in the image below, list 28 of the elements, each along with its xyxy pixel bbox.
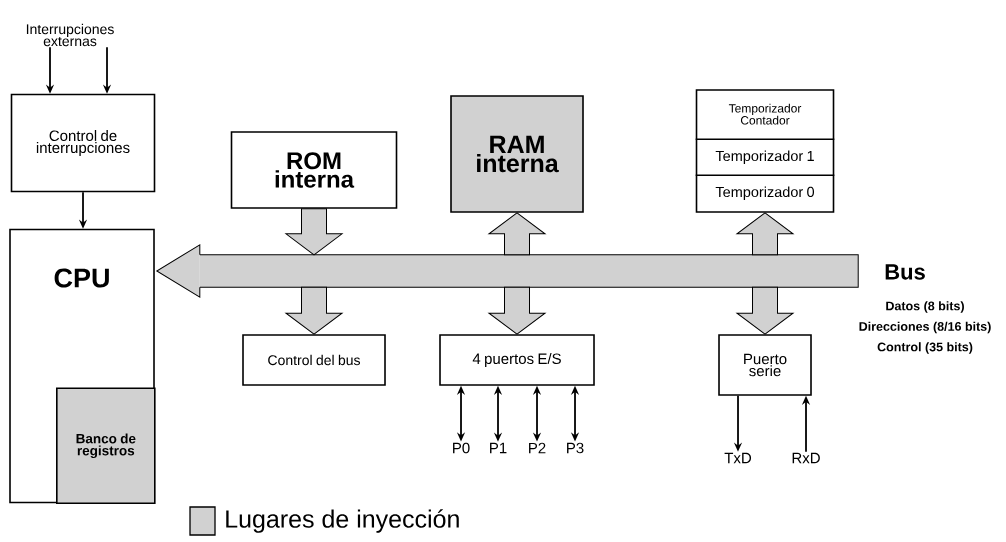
bus-width-note: Direcciones (8/16 bits)	[859, 321, 991, 334]
serial-port-box: Puerto serie	[718, 334, 812, 396]
node-label: Bus	[885, 264, 925, 280]
bus-width-note: Control (35 bits)	[877, 342, 973, 354]
block-arrow	[488, 286, 546, 335]
port-label: P0	[453, 442, 470, 454]
pin-label: TxD	[724, 452, 752, 464]
pin-label: RxD	[792, 452, 820, 464]
block-arrow	[736, 212, 794, 256]
rom-box: ROM interna	[230, 131, 398, 209]
register-bank-box: Banco de registros	[56, 387, 156, 505]
port-label: P3	[567, 442, 584, 454]
interrupt-control-box: Control de interrupciones	[10, 93, 156, 193]
block-arrow	[285, 286, 343, 335]
interrupt-label: Interrupciones externas	[26, 23, 114, 47]
legend-label: Lugares de inyección	[226, 509, 459, 533]
timer-stack: Temporizador Contador Temporizador 1 Temporizador 0	[694, 89, 836, 213]
bus-band: Bus	[199, 254, 925, 288]
block-arrow	[736, 286, 794, 335]
port-label: P1	[490, 442, 507, 454]
port-label: P2	[529, 442, 546, 454]
block-arrow	[156, 244, 201, 298]
ram-box: RAM interna	[450, 95, 584, 213]
bus-width-note: Datos (8 bits)	[886, 301, 964, 313]
block-arrow	[488, 212, 546, 256]
bus-control-box: Control del bus	[242, 334, 386, 386]
block-arrow	[285, 208, 343, 256]
io-ports-box: 4 puertos E/S	[439, 334, 595, 386]
